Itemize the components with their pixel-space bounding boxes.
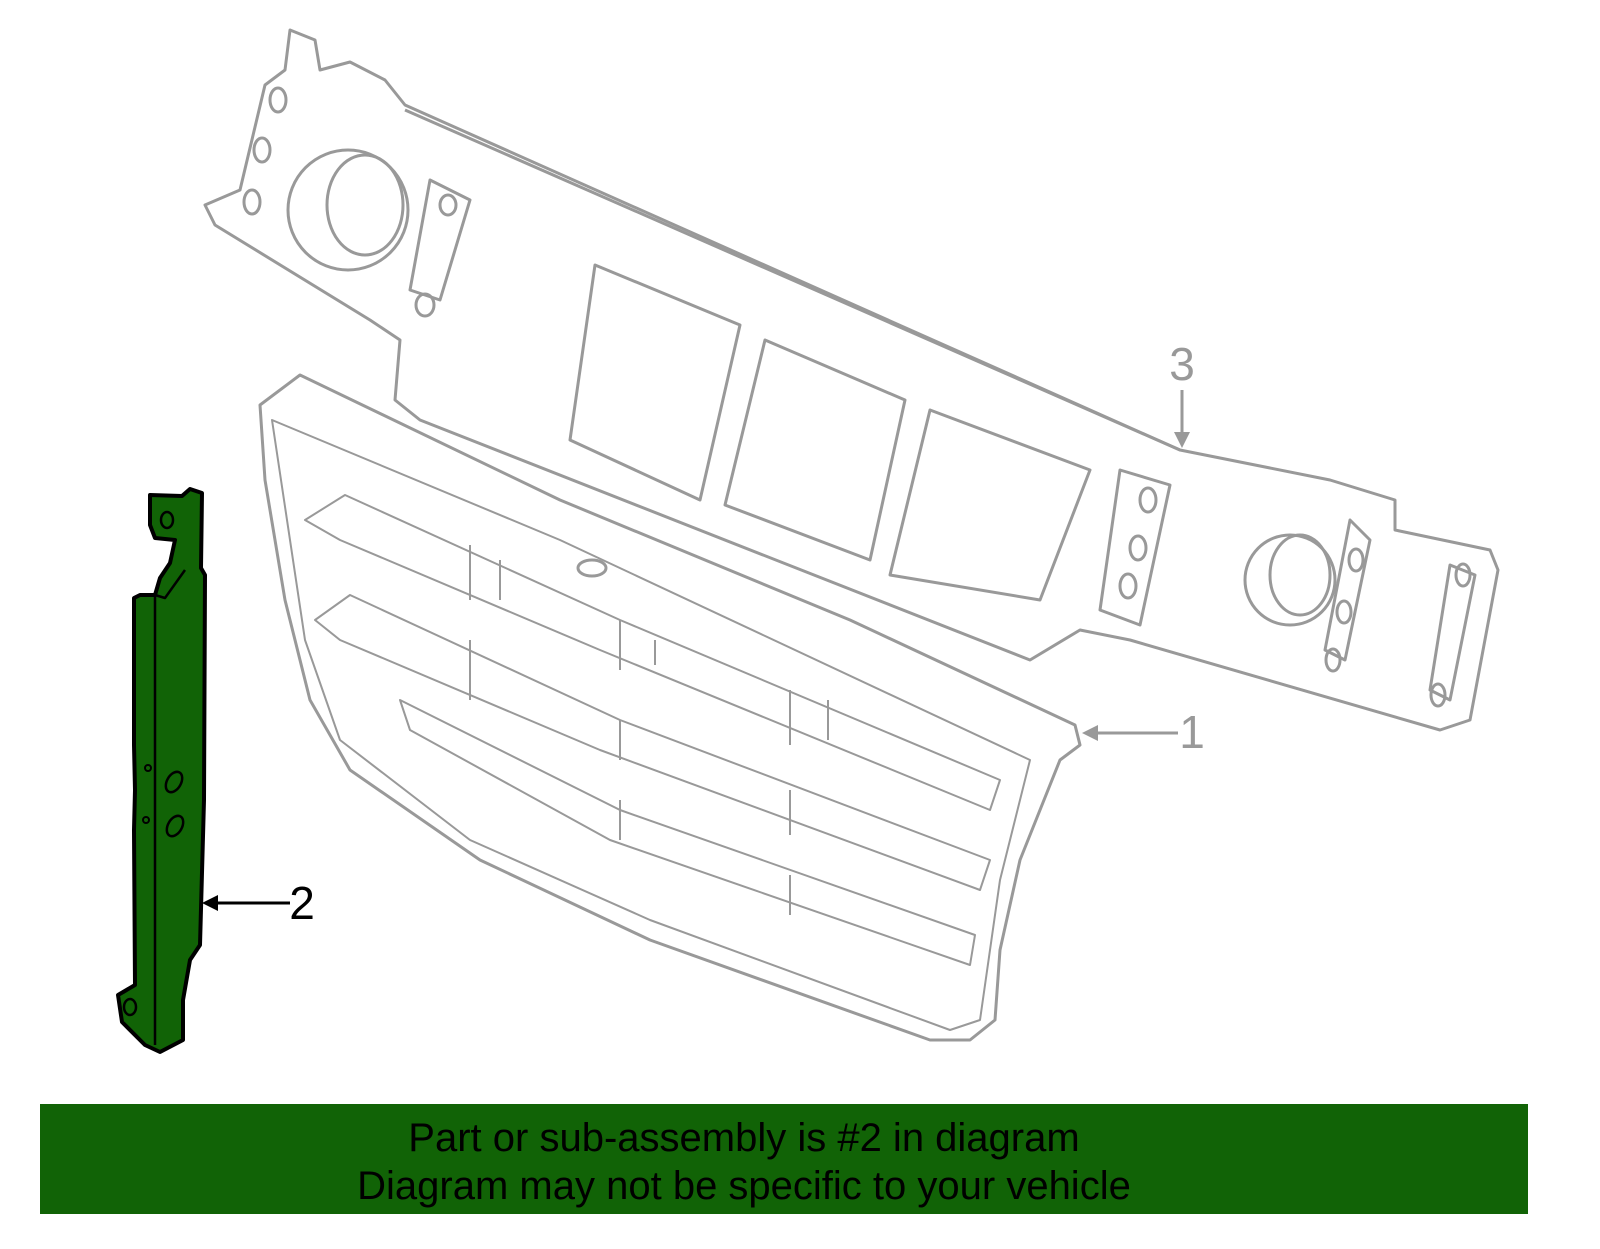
- banner-line-2: Diagram may not be specific to your vehi…: [357, 1164, 1131, 1208]
- banner-line-1: Part or sub-assembly is #2 in diagram: [408, 1116, 1080, 1160]
- callout-label-2: 2: [289, 877, 315, 929]
- arrow-icon: [1082, 725, 1098, 741]
- callout-3: 3: [1169, 338, 1195, 448]
- callout-1: 1: [1082, 706, 1205, 758]
- bracket-part-2[interactable]: [116, 487, 207, 1054]
- callout-label-3: 3: [1169, 338, 1195, 390]
- callout-label-1: 1: [1179, 706, 1205, 758]
- arrow-icon: [1174, 432, 1190, 448]
- grille-part-1[interactable]: [258, 373, 1082, 1042]
- info-banner: Part or sub-assembly is #2 in diagram Di…: [40, 1104, 1528, 1214]
- radiator-support-part-3[interactable]: [203, 28, 1500, 732]
- callout-2: 2: [202, 877, 315, 929]
- arrow-icon: [202, 895, 218, 911]
